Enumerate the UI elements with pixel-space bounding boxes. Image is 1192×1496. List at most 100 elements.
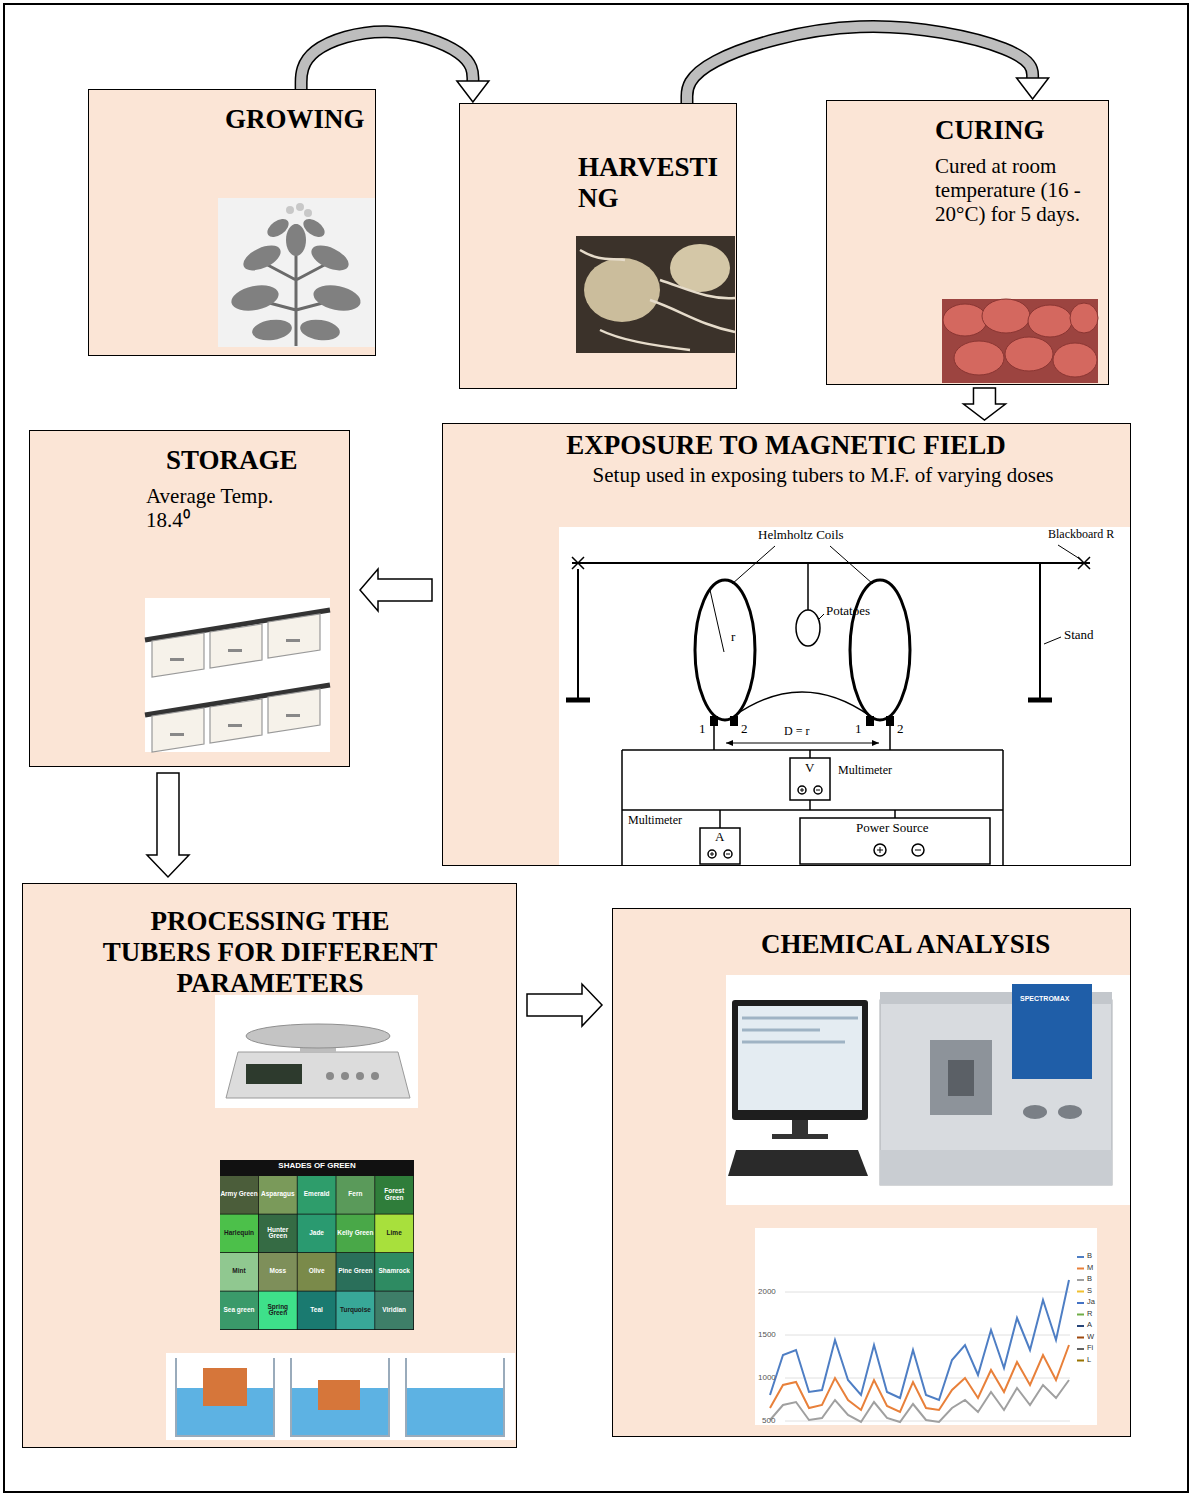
line-chart-picture xyxy=(755,1228,1097,1425)
label-holder: 1 xyxy=(855,722,862,737)
part-label: Stand xyxy=(1064,628,1094,643)
storage-shelf-picture xyxy=(170,658,184,661)
harvest-picture xyxy=(584,258,660,322)
box-fill xyxy=(826,100,1109,385)
line-chart-picture xyxy=(1077,1256,1084,1258)
helmholtz-setup xyxy=(566,698,590,703)
harvest-picture xyxy=(580,250,735,350)
potato-plant-picture xyxy=(229,281,281,314)
storage-shelf-picture xyxy=(210,624,262,668)
label-holder: Mint xyxy=(220,1253,258,1291)
weighing-scale-picture xyxy=(341,1072,349,1080)
green-color-chart xyxy=(298,1253,336,1291)
label-holder: SHADES OF GREEN xyxy=(220,1161,414,1170)
chart-legend-label: A xyxy=(1087,1321,1092,1330)
label-holder: Army Green xyxy=(220,1176,258,1214)
helmholtz-setup xyxy=(700,828,740,864)
potato-plant-picture xyxy=(300,215,328,240)
helmholtz-setup xyxy=(572,557,1090,569)
meter-symbol: A xyxy=(715,830,724,845)
green-color-chart xyxy=(375,1215,413,1253)
arrow-head xyxy=(457,81,489,102)
helmholtz-setup xyxy=(732,545,1080,644)
helmholtz-setup xyxy=(877,847,921,853)
weighing-scale-picture xyxy=(326,1072,379,1080)
part-label: Helmholtz Coils xyxy=(758,528,844,543)
potato-plant-picture xyxy=(240,240,285,275)
potato-plant-picture xyxy=(264,215,292,240)
potato-plant-picture xyxy=(308,240,353,275)
line-chart-picture xyxy=(1077,1279,1084,1281)
box-fill xyxy=(29,430,350,767)
brand-label: SPECTROMAX xyxy=(1020,995,1069,1003)
label-holder: Multimeter xyxy=(628,814,682,828)
spectrometer-picture xyxy=(738,1006,862,1110)
storage-shelf-picture xyxy=(145,598,330,752)
spectrometer-picture xyxy=(728,1150,868,1176)
color-name: Lime xyxy=(387,1230,402,1237)
helmholtz-setup xyxy=(886,716,894,726)
connector-arrow xyxy=(147,773,189,877)
spectrometer-picture xyxy=(792,1120,808,1134)
box-body: Cured at room temperature (16 - 20°C) fo… xyxy=(935,154,1103,226)
beakers-picture xyxy=(318,1380,360,1410)
label-holder: Fi xyxy=(1087,1344,1093,1353)
beakers-picture xyxy=(203,1368,247,1406)
label-holder: Blackboard R xyxy=(1048,528,1114,542)
color-name: Hunter Green xyxy=(259,1227,297,1241)
label-holder: B xyxy=(1087,1252,1092,1261)
helmholtz-setup xyxy=(790,758,830,800)
helmholtz-setup xyxy=(726,743,879,744)
green-color-chart xyxy=(375,1176,413,1214)
block-arrow xyxy=(147,773,189,877)
label-holder: Moss xyxy=(259,1253,297,1291)
label-holder: Spring Green xyxy=(259,1292,297,1330)
line-chart-picture xyxy=(1077,1302,1084,1304)
processing-box: PROCESSING THE TUBERS FOR DIFFERENT PARA… xyxy=(22,883,517,1448)
line-chart-picture xyxy=(1077,1360,1084,1362)
spectrometer-picture xyxy=(880,1150,1112,1185)
axis-label: 1500 xyxy=(758,1330,776,1339)
line-chart-picture xyxy=(1077,1337,1084,1339)
helmholtz-setup xyxy=(559,527,1130,866)
green-color-chart xyxy=(336,1292,374,1330)
part-label: Blackboard R xyxy=(1048,528,1114,542)
label-holder: W xyxy=(1087,1333,1094,1342)
color-name: Mint xyxy=(232,1268,245,1275)
label-holder: 1000 xyxy=(758,1373,776,1382)
potato-plant-picture xyxy=(218,198,375,347)
weighing-scale-picture xyxy=(326,1072,334,1080)
label-holder: 2 xyxy=(741,722,748,737)
green-color-chart xyxy=(220,1253,258,1291)
label-holder: Helmholtz Coils xyxy=(758,528,844,543)
color-name: Kelly Green xyxy=(337,1230,373,1237)
box-fill xyxy=(88,89,376,356)
label-holder: 2000 xyxy=(758,1287,776,1296)
weighing-scale-picture xyxy=(226,1052,410,1098)
label-holder: Olive xyxy=(298,1253,336,1291)
green-color-chart xyxy=(220,1160,414,1330)
spectrometer-picture xyxy=(732,1000,868,1120)
storage-shelf-picture xyxy=(286,639,300,642)
helmholtz-setup xyxy=(622,750,1003,866)
weighing-scale-picture xyxy=(215,995,418,1108)
weighing-scale-picture xyxy=(246,1064,302,1084)
box-title: PROCESSING THE TUBERS FOR DIFFERENT PARA… xyxy=(98,906,442,999)
potato-plant-picture xyxy=(304,209,312,217)
green-color-chart xyxy=(298,1176,336,1214)
label-holder: Viridian xyxy=(375,1292,413,1330)
green-color-chart xyxy=(375,1292,413,1330)
outer-frame xyxy=(4,4,1188,1492)
chart-title: SHADES OF GREEN xyxy=(220,1161,414,1170)
beakers-picture xyxy=(176,1358,504,1436)
helmholtz-setup xyxy=(730,716,738,726)
spectrometer-picture xyxy=(772,1134,828,1139)
line-chart-picture xyxy=(1077,1257,1084,1361)
spectrometer-picture xyxy=(1023,1105,1047,1119)
connector-arrow xyxy=(527,984,602,1026)
color-name: Teal xyxy=(310,1307,323,1314)
